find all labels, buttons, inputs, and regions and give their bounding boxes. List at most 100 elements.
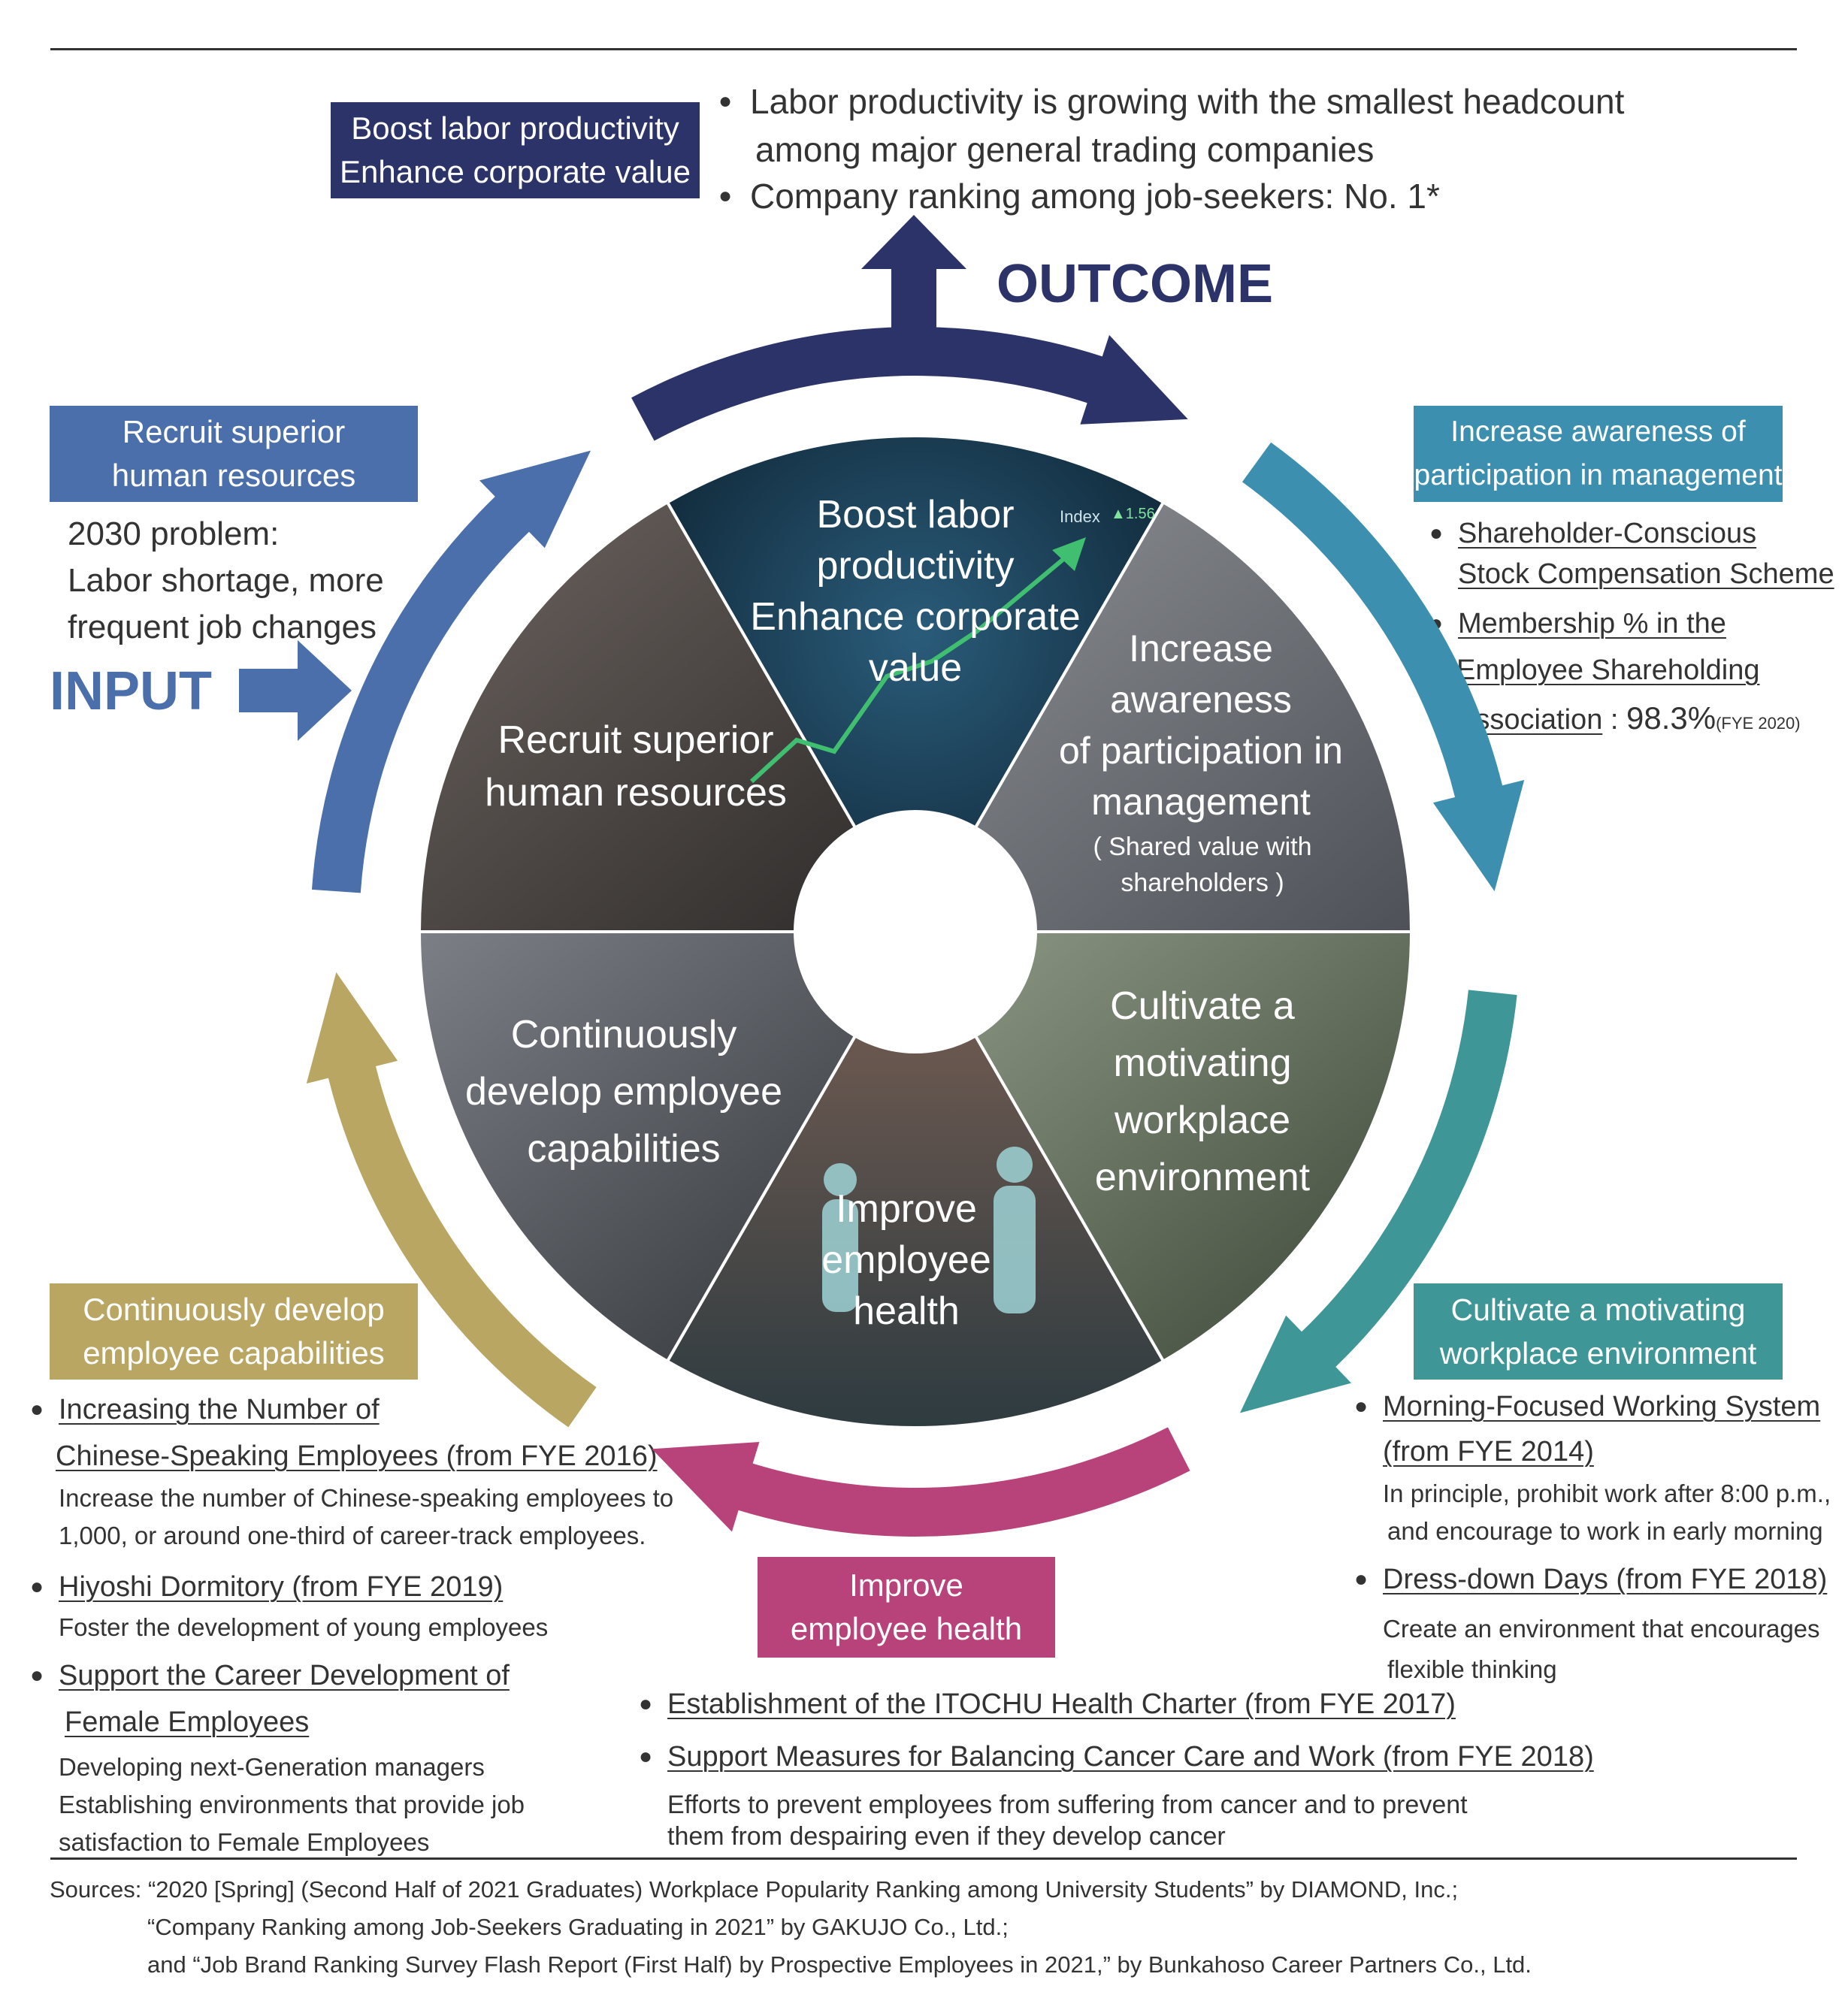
segment-top-right — [912, 500, 1414, 933]
ring-arc-top — [631, 326, 1188, 441]
input-problem-3: frequent job changes — [68, 609, 377, 645]
wheel-label-bottom-line-1: Improve — [836, 1187, 977, 1231]
capabilities-box-line2: employee capabilities — [83, 1335, 385, 1371]
capabilities-box-line1: Continuously develop — [83, 1292, 385, 1327]
outcome-box: Boost labor productivity Enhance corpora… — [331, 102, 700, 198]
participation-bullet-1: ● Shareholder-Conscious — [1429, 518, 1757, 549]
workplace-bullet-2-sub1: Create an environment that encourages — [1383, 1615, 1820, 1643]
growth-line-icon — [749, 554, 1069, 784]
health-sub2: them from despairing even if they develo… — [667, 1822, 1226, 1851]
workplace-box-line2: workplace environment — [1439, 1336, 1757, 1371]
wheel-center — [794, 810, 1037, 1053]
outcome-up-arrow-icon — [861, 215, 966, 328]
wheel-label-top-right-line-1: Increase — [1129, 627, 1273, 670]
workplace-box-line1: Cultivate a motivating — [1450, 1292, 1746, 1327]
input-box-line2: human resources — [111, 458, 356, 493]
participation-box: Increase awareness of participation in m… — [1414, 406, 1783, 502]
capabilities-bullet-2-sub: Foster the development of young employee… — [59, 1613, 549, 1641]
wheel-label-top-line-2: productivity — [817, 544, 1015, 588]
input-problem-1: 2030 problem: — [68, 515, 280, 552]
wheel-label-bottom-line-2: employee — [821, 1238, 991, 1282]
capabilities-bullet-1-cont: Chinese-Speaking Employees (from FYE 201… — [56, 1440, 658, 1472]
input-right-arrow-icon — [239, 640, 352, 741]
top-photo-index: Index — [1060, 507, 1100, 526]
outcome-label: OUTCOME — [997, 254, 1273, 314]
wheel-label-bottom-right-line-4: environment — [1095, 1156, 1311, 1199]
capabilities-bullet-2: ● Hiyoshi Dormitory (from FYE 2019) — [30, 1571, 504, 1603]
ring-arc-top-right — [1242, 442, 1525, 892]
wheel-label-bottom-line-3: health — [853, 1289, 960, 1333]
wheel-label-top-left-line-2: human resources — [485, 771, 787, 815]
outcome-bullet-1: ● Labor productivity is growing with the… — [718, 82, 1625, 121]
people-figures-icon — [822, 1147, 1036, 1313]
capabilities-bullet-3-cont: Female Employees — [65, 1706, 310, 1738]
participation-bullet-2: ● Membership % in the — [1429, 608, 1726, 639]
ring-arc-top-left — [311, 450, 591, 893]
ring-arc-bottom-right — [1239, 990, 1517, 1413]
health-box-line2: employee health — [790, 1611, 1023, 1646]
sources-line2: “Company Ranking among Job-Seekers Gradu… — [147, 1914, 1009, 1940]
wheel-label-bottom-right-line-3: workplace — [1114, 1099, 1290, 1142]
wheel-label-bottom-right-line-1: Cultivate a — [1110, 984, 1295, 1028]
outcome-box-line1: Boost labor productivity — [351, 110, 679, 146]
health-bullet-2: ● Support Measures for Balancing Cancer … — [639, 1741, 1594, 1773]
outcome-bullet-2: ● Company ranking among job-seekers: No.… — [718, 177, 1440, 216]
wheel-label-top-line-4: value — [869, 646, 962, 690]
wheel-label-top-right-note-line-2: shareholders ) — [1121, 869, 1284, 897]
participation-box-line1: Increase awareness of — [1450, 416, 1746, 448]
participation-bullet-2-cont: Employee Shareholding — [1456, 654, 1760, 686]
capabilities-bullet-3-sub1: Developing next-Generation managers — [59, 1753, 485, 1781]
bottom-rule — [50, 1857, 1797, 1860]
health-sub1: Efforts to prevent employees from suffer… — [667, 1791, 1468, 1819]
capabilities-bullet-3-sub3: satisfaction to Female Employees — [59, 1828, 430, 1856]
top-photo-value: ▲1.56 — [1111, 506, 1155, 522]
top-rule — [50, 48, 1797, 50]
wheel-label-top-line-1: Boost labor — [816, 493, 1014, 537]
capabilities-bullet-1-sub2: 1,000, or around one-third of career-tra… — [59, 1522, 646, 1549]
capabilities-box: Continuously develop employee capabiliti… — [50, 1283, 418, 1380]
capabilities-bullet-1-sub1: Increase the number of Chinese-speaking … — [59, 1484, 674, 1512]
wheel-label-bottom-left-line-3: capabilities — [527, 1127, 720, 1171]
capabilities-bullet-3: ● Support the Career Development of — [30, 1660, 510, 1691]
segment-bottom-left — [417, 930, 918, 1364]
capabilities-bullet-1: ● Increasing the Number of — [30, 1394, 380, 1425]
input-label: INPUT — [50, 661, 212, 721]
workplace-bullet-2-sub2: flexible thinking — [1387, 1655, 1557, 1683]
segment-bottom-right — [912, 930, 1414, 1364]
wheel-label-top-right-line-2: awareness — [1110, 679, 1292, 721]
wheel-label-bottom-left-line-2: develop employee — [465, 1070, 782, 1114]
wheel-label-bottom-right-line-2: motivating — [1114, 1041, 1292, 1085]
workplace-bullet-1-sub2: and encourage to work in early morning — [1387, 1517, 1823, 1545]
wheel-label-top-left-line-1: Recruit superior — [498, 718, 773, 762]
outcome-box-line2: Enhance corporate value — [340, 154, 691, 189]
workplace-bullet-2: ● Dress-down Days (from FYE 2018) — [1354, 1564, 1828, 1595]
ring-arc-bottom — [652, 1427, 1190, 1537]
wheel-label-top-right-line-4: management — [1091, 781, 1311, 823]
sources-line3: and “Job Brand Ranking Survey Flash Repo… — [147, 1951, 1532, 1978]
segment-top — [665, 434, 1166, 936]
workplace-bullet-1-sub1: In principle, prohibit work after 8:00 p… — [1383, 1480, 1831, 1507]
segment-top-left — [417, 500, 918, 933]
capabilities-bullet-3-sub2: Establishing environments that provide j… — [59, 1791, 525, 1818]
workplace-bullet-1: ● Morning-Focused Working System — [1354, 1391, 1821, 1422]
segment-bottom — [665, 928, 1166, 1429]
growth-arrow-icon — [1052, 537, 1086, 571]
workplace-bullet-1-cont: (from FYE 2014) — [1383, 1436, 1594, 1467]
wheel-label-top-right-note-line-1: ( Shared value with — [1093, 833, 1311, 861]
input-box-line1: Recruit superior — [122, 414, 346, 449]
input-box: Recruit superior human resources — [50, 406, 418, 502]
sources-line1: Sources: “2020 [Spring] (Second Half of … — [50, 1876, 1459, 1903]
participation-box-line2: participation in management — [1414, 459, 1783, 491]
wheel-label-top-right-line-3: of participation in — [1059, 730, 1343, 772]
input-problem-2: Labor shortage, more — [68, 562, 384, 599]
ring-arc-bottom-left — [306, 972, 597, 1428]
wheel-label-bottom-left-line-1: Continuously — [511, 1013, 737, 1056]
wheel-label-top-line-3: Enhance corporate — [750, 595, 1080, 639]
workplace-box: Cultivate a motivating workplace environ… — [1414, 1283, 1783, 1380]
health-box-line1: Improve — [849, 1567, 963, 1603]
health-box: Improve employee health — [758, 1557, 1055, 1658]
health-bullet-1: ● Establishment of the ITOCHU Health Cha… — [639, 1688, 1456, 1720]
participation-bullet-1-cont: Stock Compensation Scheme — [1458, 558, 1834, 590]
outcome-bullet-1-cont: among major general trading companies — [755, 130, 1375, 169]
